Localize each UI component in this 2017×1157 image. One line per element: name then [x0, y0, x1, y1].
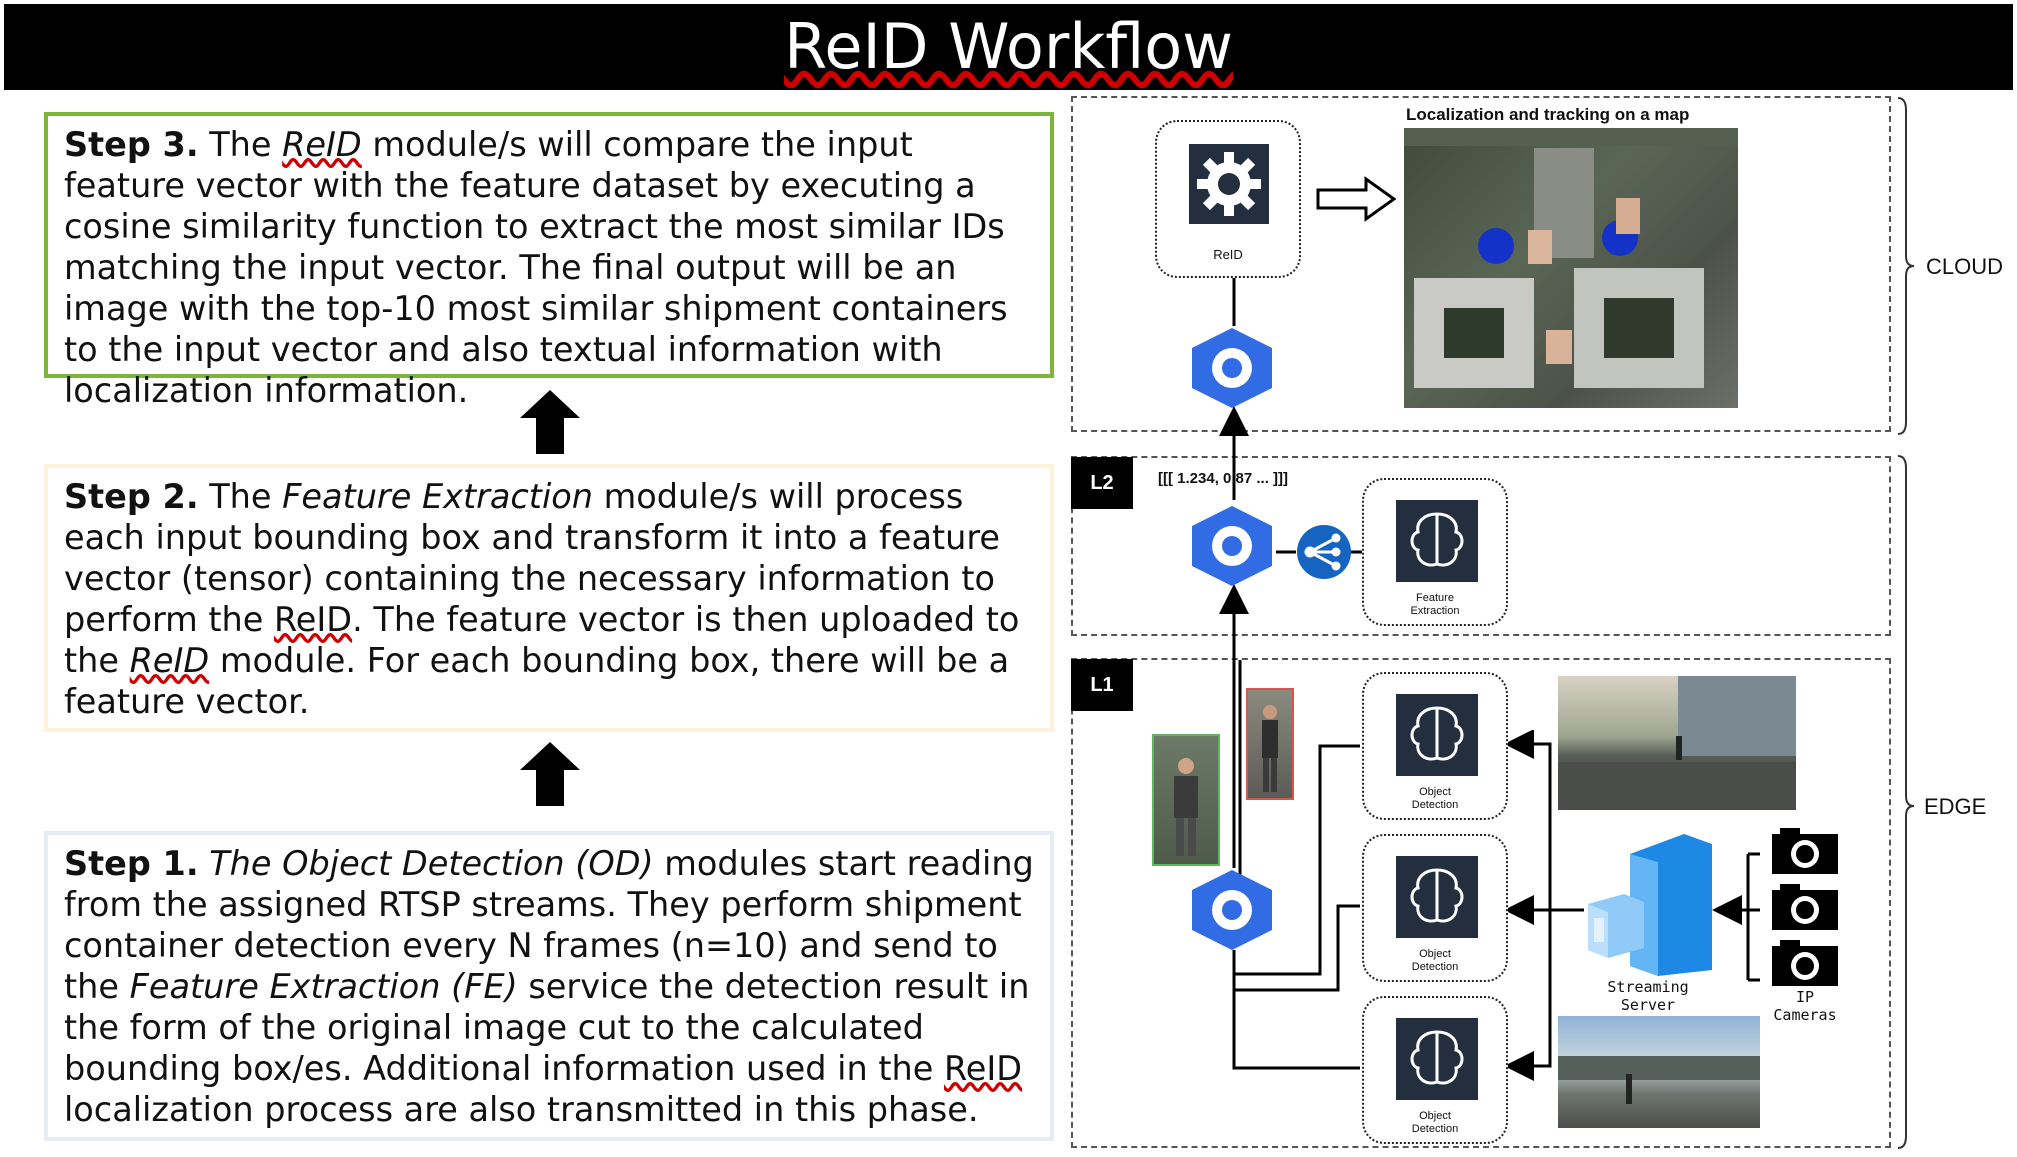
step-2-text-2: module/s will process each input boundin… [64, 477, 1000, 639]
object-detection-module: Object Detection [1362, 672, 1508, 820]
cameras-label-2: Cameras [1773, 1006, 1837, 1024]
object-detection-tile [1396, 1018, 1478, 1100]
object-detection-tile [1396, 856, 1478, 938]
page-title: ReID Workflow [4, 4, 2013, 90]
reid-label: ReID [1213, 247, 1243, 262]
title-text: ReID Workflow [784, 10, 1233, 83]
connector-lines [1219, 278, 1362, 1070]
l2-tag: L2 [1071, 457, 1133, 509]
step-2-reid-term-1: ReID [274, 600, 353, 639]
object-detection-module: Object Detection [1362, 834, 1508, 982]
feature-extraction-tile [1396, 500, 1478, 582]
l2-zone [1071, 456, 1891, 636]
step-1-text-3: service the detection result in the form… [64, 967, 1030, 1088]
step-2-fe-term: Feature Extraction [282, 477, 593, 516]
step-1-od-term: The Object Detection (OD) [209, 844, 654, 883]
cloud-zone [1071, 96, 1891, 432]
step-2-label: Step 2. [64, 477, 199, 516]
brace-icon [1897, 97, 1915, 1149]
feature-vector-text: [[[ 1.234, 0.87 ... ]]] [1158, 470, 1289, 487]
step-1-text-4: localization process are also transmitte… [64, 1090, 979, 1129]
stream-arrows [1504, 730, 1760, 1081]
brain-icon [1410, 512, 1464, 567]
load-balancer-icon [1297, 525, 1351, 579]
object-detection-label: Object Detection [1411, 786, 1459, 811]
kubernetes-icon [1192, 328, 1272, 408]
person-crop-green [1152, 734, 1220, 866]
cameras-label-1: IP [1795, 988, 1815, 1006]
feature-extraction-label: Feature Extraction [1410, 592, 1460, 617]
server-label-1: Streaming [1607, 978, 1689, 996]
camera-icon [1772, 884, 1838, 930]
brain-icon [1410, 1030, 1464, 1085]
step-3-text-2: module/s will compare the input feature … [64, 125, 1008, 410]
server-icon [1588, 834, 1712, 976]
arrow-up-icon [520, 390, 580, 454]
l1-zone [1071, 658, 1891, 1148]
gear-icon [1197, 152, 1261, 216]
step-2-text-3: . The feature vector is then uploaded to… [64, 600, 1020, 680]
edge-label: EDGE [1924, 794, 1987, 819]
kubernetes-icon [1192, 506, 1272, 586]
map-buildings [1404, 128, 1738, 388]
step-1-text-1 [199, 844, 210, 883]
person-figure [1174, 758, 1198, 856]
step-1-text-2: modules start reading from the assigned … [64, 844, 1034, 1006]
scene-detail [1558, 676, 1796, 810]
hollow-arrow-icon [1316, 176, 1396, 222]
step-1-label: Step 1. [64, 844, 199, 883]
l1-tag: L1 [1071, 659, 1133, 711]
step-3-label: Step 3. [64, 125, 199, 164]
step-2-reid-term-2: ReID [129, 641, 210, 680]
step-2-box: Step 2. The Feature Extraction module/s … [44, 464, 1054, 732]
brain-icon [1410, 868, 1464, 923]
step-1-reid-term: ReID [943, 1049, 1023, 1088]
scene-detail [1558, 1056, 1760, 1104]
object-detection-label: Object Detection [1411, 1110, 1459, 1135]
step-1-box: Step 1. The Object Detection (OD) module… [44, 831, 1054, 1141]
object-detection-tile [1396, 694, 1478, 776]
brain-icon [1410, 706, 1464, 761]
step-3-reid-term: ReID [282, 125, 362, 164]
object-detection-module: Object Detection [1362, 996, 1508, 1144]
reid-tile [1189, 144, 1269, 224]
step-2-text-4: module. For each bounding box, there wil… [64, 641, 1010, 721]
feature-extraction-module: Feature Extraction [1362, 478, 1508, 626]
map-title: Localization and tracking on a map [1406, 105, 1690, 124]
arrow-up-icon [520, 742, 580, 806]
person-figure [1262, 705, 1278, 792]
camera-icon [1772, 828, 1838, 874]
step-2-text-1: The [198, 477, 283, 516]
cloud-label: CLOUD [1926, 254, 2004, 279]
step-3-text-1: The [198, 125, 283, 164]
camera-scene-top [1558, 676, 1796, 810]
camera-scene-bottom [1558, 1016, 1760, 1128]
step-1-fe-term: Feature Extraction (FE) [129, 967, 518, 1006]
server-label-2: Server [1620, 996, 1676, 1014]
object-detection-label: Object Detection [1411, 948, 1459, 973]
step-3-box: Step 3. The ReID module/s will compare t… [44, 112, 1054, 410]
person-crop-red [1246, 688, 1294, 800]
camera-icon [1772, 940, 1838, 986]
kubernetes-icon [1192, 870, 1272, 950]
map-image [1404, 128, 1738, 408]
reid-module: ReID [1155, 120, 1301, 278]
